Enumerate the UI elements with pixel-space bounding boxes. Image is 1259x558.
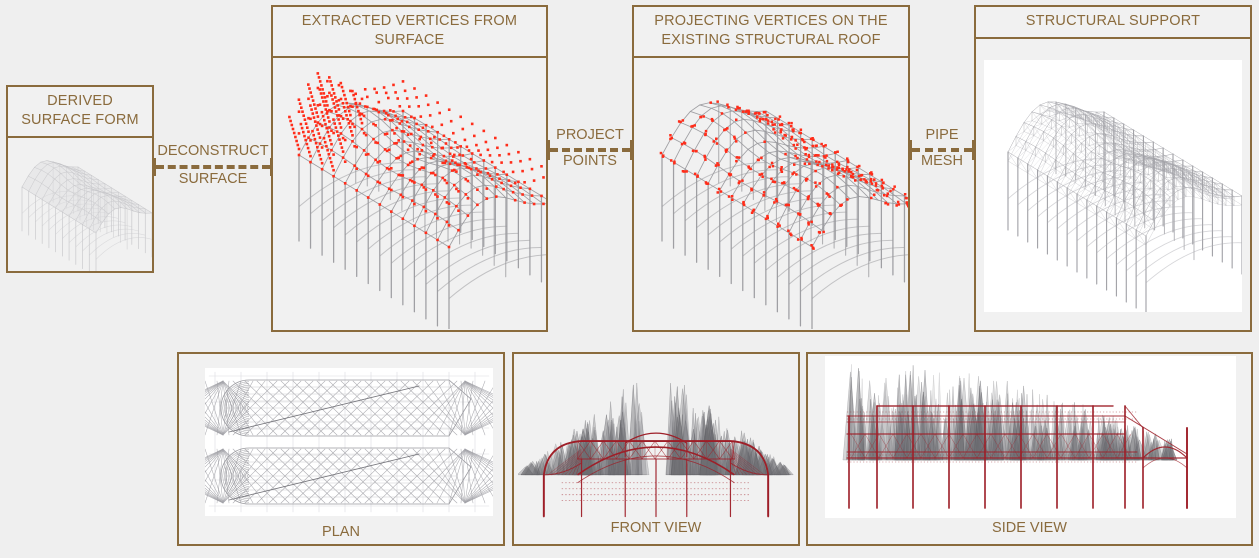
panel-projecting-vertices[interactable]: PROJECTING VERTICES ON THE EXISTING STRU…	[632, 5, 910, 332]
connector-project-points: PROJECT POINTS	[548, 118, 632, 198]
panel-title-extracted-vertices: EXTRACTED VERTICES FROM SURFACE	[273, 7, 546, 59]
connector-tick-right	[630, 140, 632, 160]
panel-structural-support[interactable]: STRUCTURAL SUPPORT	[974, 5, 1252, 332]
connector-tick-left	[910, 140, 912, 160]
connector-deconstruct-surface: DECONSTRUCT SURFACE	[154, 130, 272, 210]
structural-support-image-plate	[984, 59, 1242, 312]
panel-derived-surface-form[interactable]: DERIVED SURFACE FORM	[6, 85, 154, 273]
connector-label-pipe-line2: MESH	[921, 153, 963, 169]
connector-label-deconstruct-line1: DECONSTRUCT	[157, 143, 269, 159]
panel-title-structural-support: STRUCTURAL SUPPORT	[976, 7, 1250, 40]
connector-dashed-line	[912, 148, 972, 152]
connector-tick-left	[548, 140, 550, 160]
connector-pipe-mesh: PIPE MESH	[910, 118, 974, 198]
model-plan	[205, 371, 493, 513]
panel-caption-side-view: SIDE VIEW	[808, 518, 1251, 540]
panel-body-extracted-vertices	[273, 58, 546, 330]
panel-title-derived-surface-form: DERIVED SURFACE FORM	[8, 87, 152, 139]
panel-side-view[interactable]: SIDE VIEW	[806, 352, 1253, 546]
connector-tick-right	[972, 140, 974, 160]
panel-body-structural-support	[976, 39, 1250, 330]
model-derived-surface-form	[21, 159, 152, 271]
model-extracted-vertices	[288, 72, 546, 330]
model-projecting-vertices	[659, 100, 908, 330]
connector-label-project-line2: POINTS	[563, 153, 617, 169]
panel-title-projecting-vertices: PROJECTING VERTICES ON THE EXISTING STRU…	[634, 7, 908, 59]
model-structural-support	[1007, 101, 1242, 312]
panel-body-front-view	[514, 354, 798, 544]
panel-body-plan	[179, 354, 503, 522]
panel-extracted-vertices[interactable]: EXTRACTED VERTICES FROM SURFACE	[271, 5, 548, 332]
connector-tick-left	[154, 158, 156, 176]
side-view-image-plate	[825, 356, 1236, 526]
panel-caption-plan: PLAN	[179, 522, 503, 544]
connector-label-project-line1: PROJECT	[556, 127, 624, 143]
connector-dashed-line	[550, 148, 630, 152]
plan-image-plate	[205, 368, 493, 516]
panel-plan[interactable]: PLAN	[177, 352, 505, 546]
model-front-view	[518, 382, 794, 518]
connector-dashed-line	[156, 165, 270, 169]
model-side-view	[842, 364, 1188, 509]
panel-body-side-view	[808, 354, 1251, 544]
panel-front-view[interactable]: FRONT VIEW	[512, 352, 800, 546]
connector-label-pipe-line1: PIPE	[925, 127, 959, 143]
panel-body-projecting-vertices	[634, 58, 908, 330]
connector-label-deconstruct-line2: SURFACE	[178, 171, 248, 187]
panel-caption-front-view: FRONT VIEW	[514, 518, 798, 540]
panel-body-derived-surface-form	[8, 138, 152, 271]
